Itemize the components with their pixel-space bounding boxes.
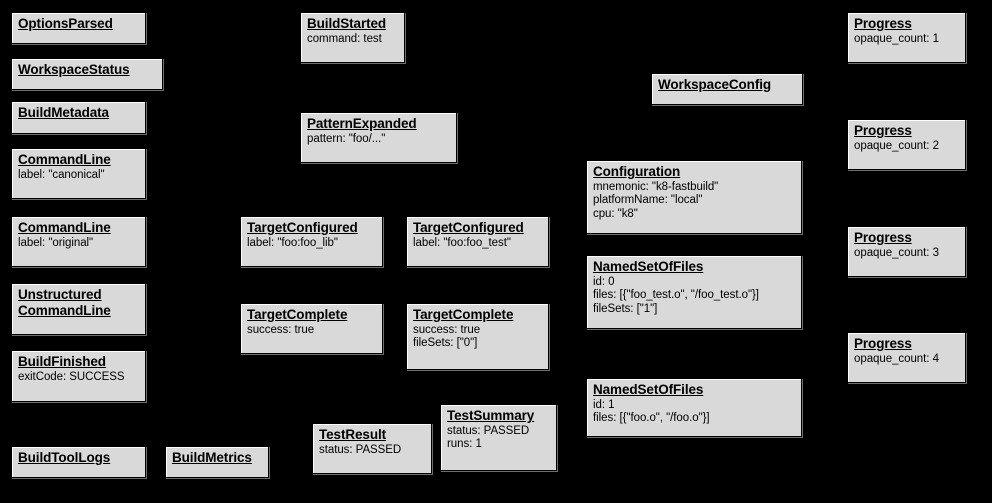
event-node-title: BuildMetadata [18, 105, 109, 120]
event-node-title: WorkspaceConfig [658, 77, 772, 92]
event-node-title: BuildFinished [18, 354, 106, 369]
event-node-field: label: "foo:foo_test" [413, 236, 511, 249]
event-node-title: Progress [854, 16, 912, 31]
event-node-field: platformName: "local" [593, 194, 703, 207]
event-node-field: cpu: "k8" [593, 207, 638, 220]
event-node-field: opaque_count: 3 [854, 246, 939, 259]
event-node-workspace-status[interactable]: WorkspaceStatus [11, 58, 163, 90]
event-node-title: CommandLine [18, 152, 111, 167]
event-node-field: success: true [247, 323, 315, 336]
event-node-title: BuildMetrics [172, 450, 252, 465]
event-node-title: Unstructured CommandLine [18, 287, 111, 318]
event-node-field: files: [{"foo.o", "/foo.o"}] [593, 412, 710, 425]
event-node-title: CommandLine [18, 220, 111, 235]
event-node-field: success: true [413, 323, 481, 336]
event-node-field: mnemonic: "k8-fastbuild" [593, 180, 719, 193]
event-node-build-tool-logs[interactable]: BuildToolLogs [11, 446, 146, 478]
event-node-field: label: "foo:foo_lib" [247, 236, 338, 249]
event-node-title: NamedSetOfFiles [593, 259, 704, 274]
event-node-options-parsed[interactable]: OptionsParsed [11, 12, 146, 44]
event-node-field: id: 0 [593, 275, 615, 288]
event-node-build-metadata[interactable]: BuildMetadata [11, 101, 146, 134]
event-node-title: BuildStarted [307, 16, 387, 31]
event-node-title: Progress [854, 123, 912, 138]
event-node-field: opaque_count: 2 [854, 139, 939, 152]
event-node-field: runs: 1 [447, 438, 482, 451]
event-node-title: Progress [854, 336, 912, 351]
event-node-unstructured-command-line[interactable]: Unstructured CommandLine [11, 283, 146, 335]
event-node-title: TargetComplete [413, 307, 514, 322]
event-node-title: TargetComplete [247, 307, 348, 322]
event-node-field: label: "original" [18, 236, 94, 249]
event-node-field: id: 1 [593, 398, 615, 411]
event-node-title: OptionsParsed [18, 16, 113, 31]
event-node-field: files: [{"foo_test.o", "/foo_test.o"}] [593, 289, 759, 302]
event-node-title: BuildToolLogs [18, 450, 111, 465]
event-node-field: command: test [307, 32, 382, 45]
event-node-title: TestSummary [447, 408, 535, 423]
event-node-field: label: "canonical" [18, 168, 105, 181]
event-node-title: Configuration [593, 164, 681, 179]
event-node-field: opaque_count: 1 [854, 32, 939, 45]
event-node-field: fileSets: ["1"] [593, 302, 658, 315]
event-node-title: Progress [854, 230, 912, 245]
event-node-field: exitCode: SUCCESS [18, 370, 125, 383]
event-node-field: opaque_count: 4 [854, 352, 939, 365]
event-node-build-metrics[interactable]: BuildMetrics [165, 446, 269, 478]
event-node-title: WorkspaceStatus [18, 62, 130, 77]
event-node-workspace-config[interactable]: WorkspaceConfig [651, 73, 803, 105]
event-node-field: fileSets: ["0"] [413, 337, 478, 350]
event-node-field: status: PASSED [319, 443, 402, 456]
event-node-field: status: PASSED [447, 424, 530, 437]
event-node-title: TestResult [319, 427, 387, 442]
event-node-title: PatternExpanded [307, 116, 417, 131]
event-node-title: NamedSetOfFiles [593, 382, 704, 397]
event-node-title: TargetConfigured [247, 220, 358, 235]
event-node-title: TargetConfigured [413, 220, 524, 235]
event-node-field: pattern: "foo/..." [307, 132, 386, 145]
